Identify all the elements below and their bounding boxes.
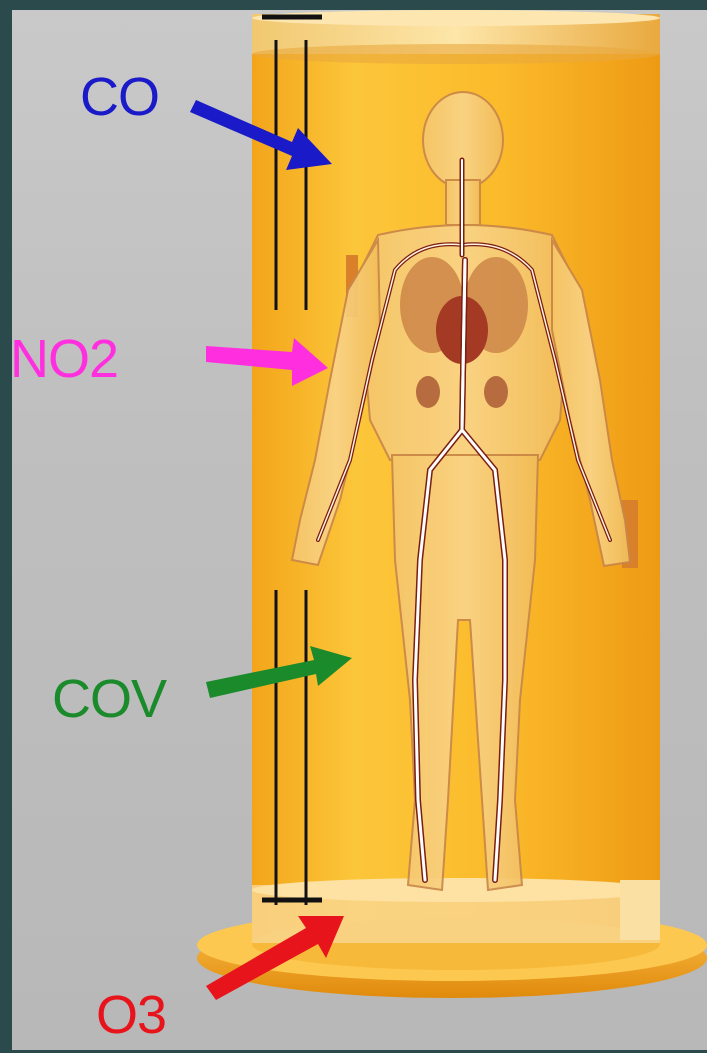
o3-label: O3 bbox=[96, 988, 166, 1042]
no2-label: NO2 bbox=[10, 332, 118, 386]
co-label: CO bbox=[80, 70, 159, 124]
cov-label: COV bbox=[52, 672, 166, 726]
